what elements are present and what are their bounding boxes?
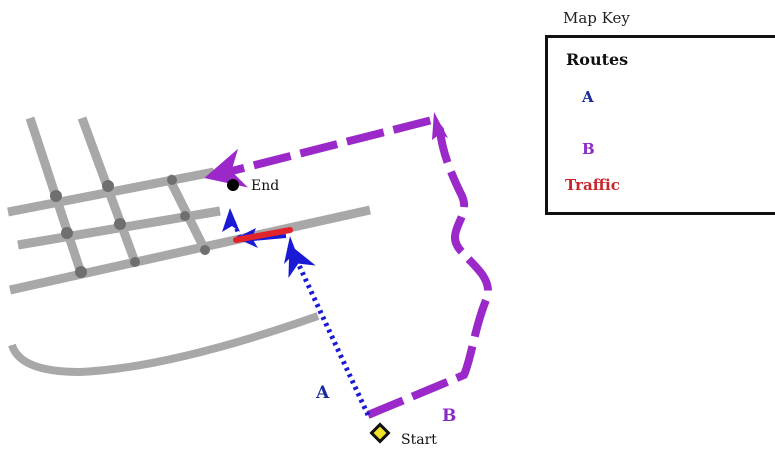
route-a-arrowhead [222, 208, 240, 232]
route-b-line [204, 115, 492, 419]
key-heading: Routes [566, 50, 629, 69]
route-a-line [288, 244, 371, 417]
route-a-arrowhead [284, 236, 300, 264]
key-label-a: A [582, 88, 594, 106]
end-label: End [251, 178, 280, 194]
road-network [7, 116, 371, 377]
start-marker [369, 422, 391, 444]
road [9, 205, 371, 295]
route-b-label: B [442, 406, 457, 426]
road [7, 167, 215, 217]
key-label-b: B [582, 140, 595, 158]
start-label: Start [401, 432, 437, 448]
route-a-label: A [316, 383, 330, 403]
map-key-caption: Map Key [563, 9, 630, 27]
map-key: Routes A B Traffic [545, 35, 775, 215]
road [8, 312, 320, 377]
end-marker [227, 179, 239, 191]
key-label-traffic: Traffic [565, 176, 620, 194]
traffic-segment [233, 227, 293, 243]
road-intersections [50, 175, 210, 278]
route-b-arrowhead [432, 112, 448, 140]
